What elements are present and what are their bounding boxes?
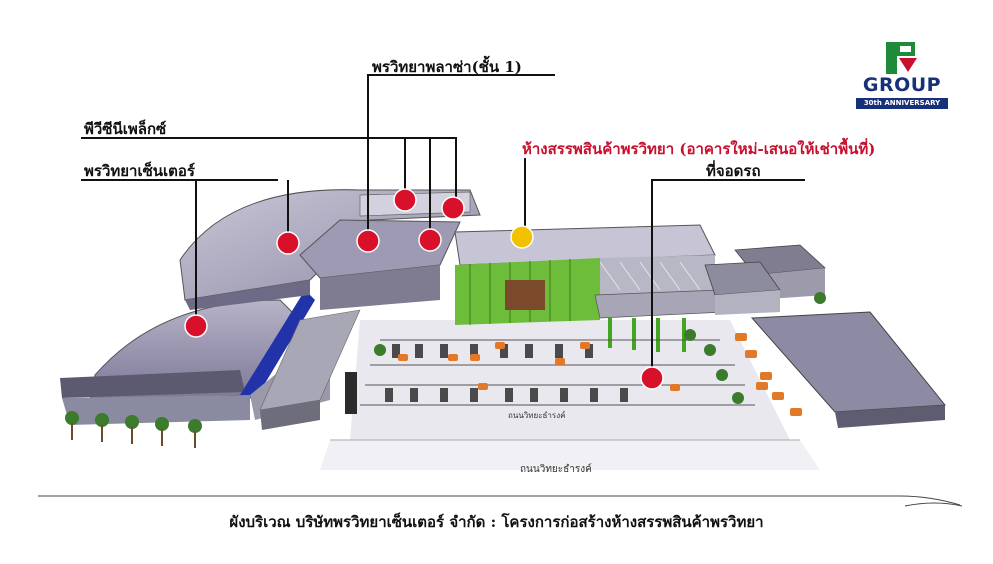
logo-group-text: GROUP: [862, 74, 942, 96]
markers: [184, 188, 664, 390]
caption-rule: [38, 495, 963, 507]
marker-cineplex-2: [393, 188, 417, 212]
marker-plaza: [356, 229, 380, 253]
marker-cineplex-1: [276, 231, 300, 255]
label-front-road: ถนนวิทยะธำรงค์: [520, 464, 592, 475]
parking-stalls: [385, 344, 628, 402]
pv-group-logo: GROUP 30th ANNIVERSARY: [853, 40, 951, 112]
label-center: พรวิทยาเซ็นเตอร์: [84, 162, 195, 180]
parking-grid: [360, 339, 755, 406]
marker-cineplex-3: [418, 228, 442, 252]
logo-anniversary: 30th ANNIVERSARY: [856, 98, 948, 109]
leader-lines: [81, 74, 805, 378]
ground: [320, 320, 820, 470]
label-cineplex: พีวีซีนีเพล็กซ์: [84, 120, 167, 138]
sign-pole: [345, 372, 357, 414]
palm-trees: [65, 292, 826, 433]
label-new-store: ห้างสรรพสินค้าพรวิทยา (อาคารใหม่-เสนอให้…: [522, 140, 876, 158]
marker-new-store: [510, 225, 534, 249]
shed-right: [750, 311, 946, 428]
pv-logo-mark: [886, 42, 917, 74]
cars: [398, 333, 802, 416]
walkway: [259, 309, 361, 430]
marker-parking: [640, 366, 664, 390]
label-parking: ที่จอดรถ: [706, 162, 761, 180]
label-plaza: พรวิทยาพลาซ่า(ชั้น 1): [372, 58, 522, 76]
building-right: [704, 244, 826, 315]
marker-cineplex-4: [441, 196, 465, 220]
marker-center: [184, 314, 208, 338]
label-inner-road: ถนนวิทยะธำรงค์: [508, 411, 566, 420]
palm-trunks: [71, 423, 196, 448]
caption: ผังบริเวณ บริษัทพรวิทยาเซ็นเตอร์ จำกัด :…: [229, 513, 764, 531]
